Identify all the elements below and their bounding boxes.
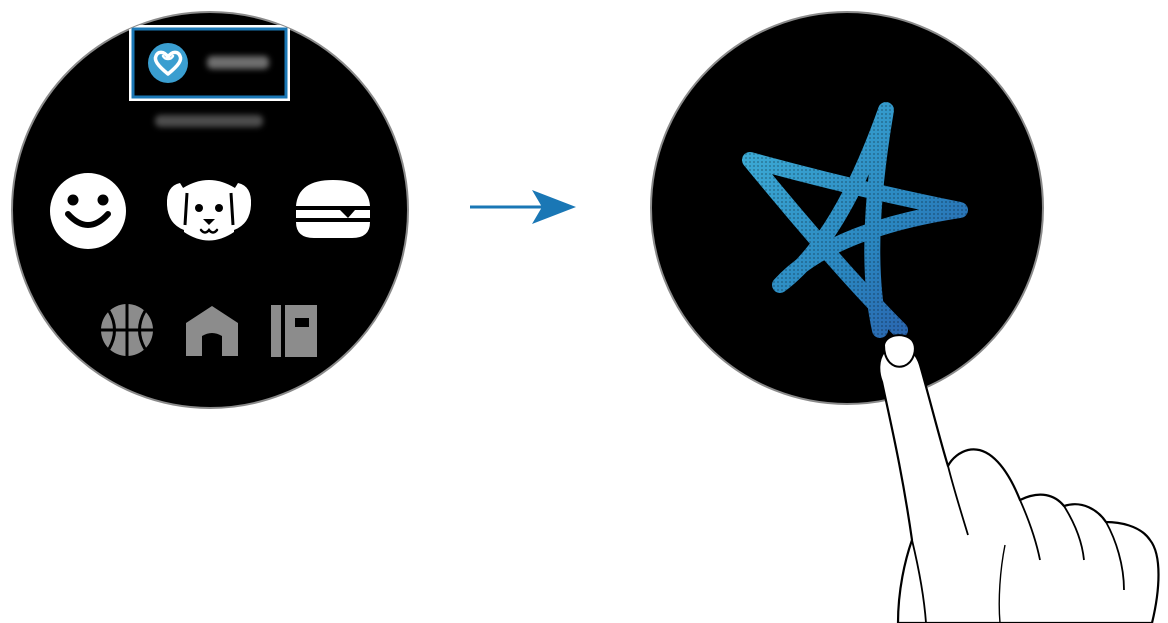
finger-pointer: [878, 334, 1160, 623]
subtitle-placeholder: [155, 115, 263, 127]
right-arrow-icon: [470, 190, 576, 224]
heart-emoticon-icon[interactable]: [148, 43, 188, 83]
home-icon[interactable]: [186, 306, 238, 356]
header-label-placeholder: [207, 56, 269, 69]
burger-icon[interactable]: [296, 180, 370, 238]
smiley-face-icon[interactable]: [50, 173, 126, 249]
header-highlight-frame: [129, 25, 290, 101]
right-watch-screen: [650, 11, 1044, 405]
left-watch-screen: [11, 11, 409, 409]
star-drawing: [742, 102, 968, 338]
notebook-icon[interactable]: [271, 305, 317, 357]
header-highlight-box[interactable]: [131, 27, 288, 99]
basketball-icon[interactable]: [101, 304, 153, 356]
dog-face-icon[interactable]: [166, 180, 252, 241]
